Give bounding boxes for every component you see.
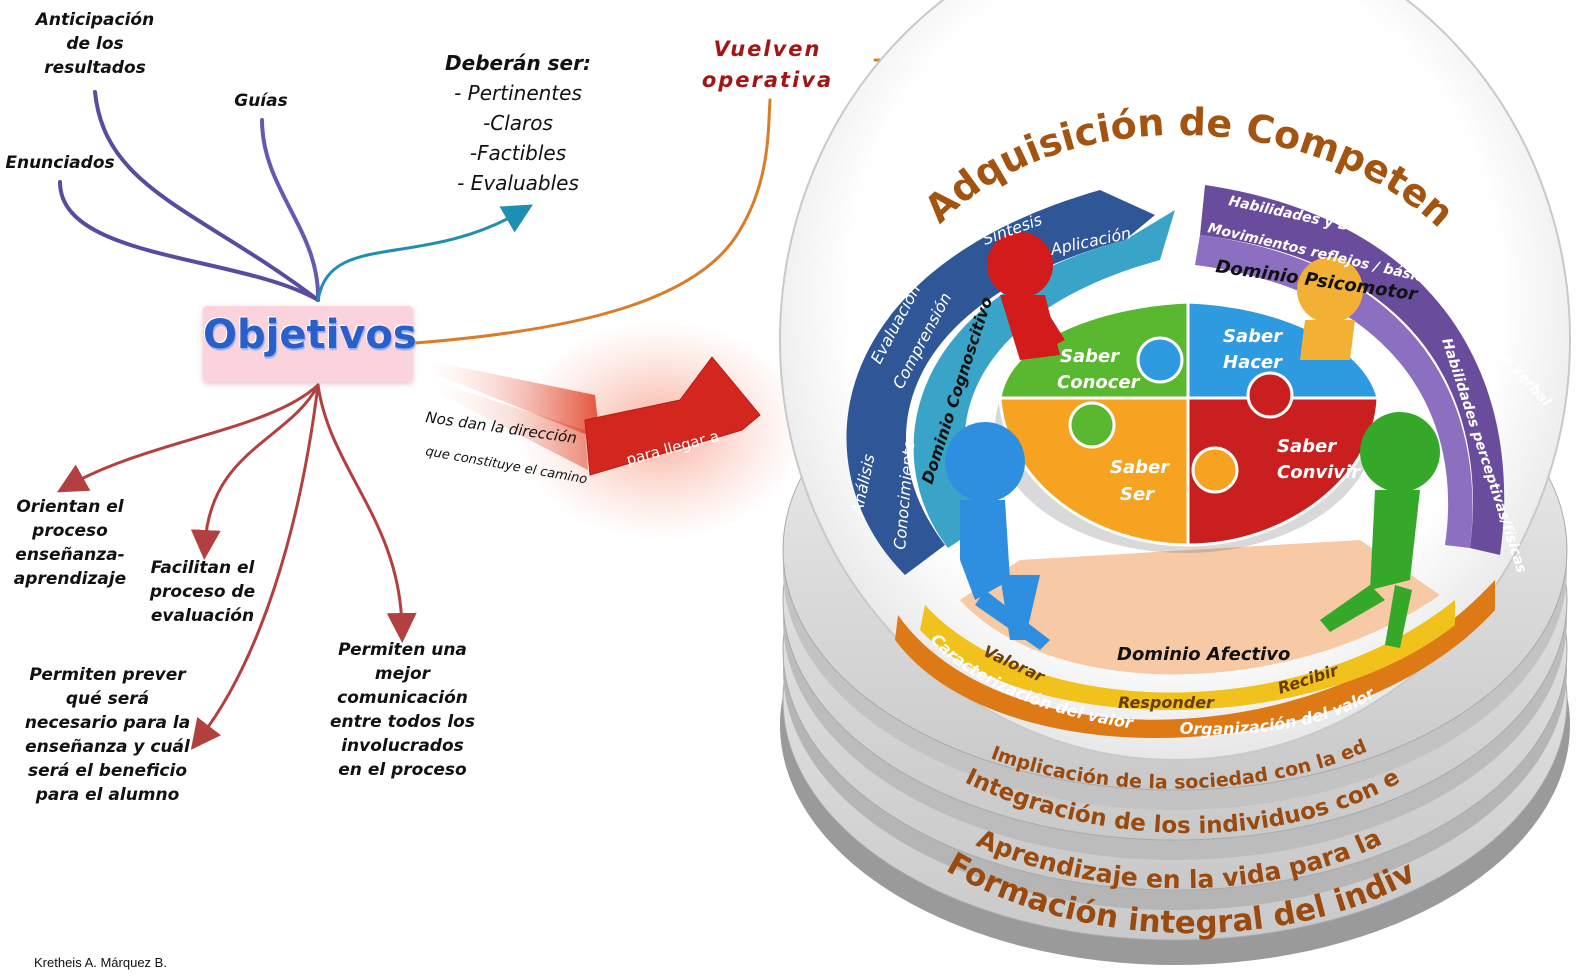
puzzle-label-1b: Conocer [1057,372,1141,393]
arrow-label: para llegar a [624,427,721,469]
arrow-beam [425,360,600,440]
svg-text:Implicación de la sociedad con: Implicación de la sociedad con la educac… [0,0,1370,794]
deberan-ser-block: Deberán ser: - Pertinentes -Claros -Fact… [428,48,608,198]
label-guias: Guías [234,91,288,111]
figure-yellow [1297,257,1363,360]
author-credit: Kretheis A. Márquez B. [34,955,167,970]
puzzle-label-3a: Saber [1110,457,1170,478]
branch-facilitan [190,383,320,560]
puzzle-red [1186,396,1380,547]
label-anticipacion: Anticipación de los resultados [35,10,155,78]
cognitive-band-dark [846,190,1155,575]
label-permiten-comunicacion: Permiten una mejor comunicación entre to… [330,640,475,780]
branch-guias [260,118,321,302]
branch-vuelven [413,98,772,345]
affective-domain-label: Dominio Afectivo [1117,644,1290,665]
branch-enunciados [58,180,320,302]
branch-anticipacion [93,90,320,302]
figure-green [1320,412,1440,648]
label-permiten-prever: Permiten prever qué será necesario para … [24,665,191,805]
affective-inner-1: Responder [1118,693,1215,712]
figure-blue [945,422,1050,650]
branch-orientan [56,383,320,493]
cognitive-level-sintesis: Síntesis [980,210,1045,249]
branch-prever [190,383,320,750]
affective-inner-0: Recibir [1275,660,1341,698]
deberan-ser-heading: Deberán ser: [445,51,591,75]
puzzle-label-2b: Hacer [1223,352,1283,373]
puzzle-label-2a: Saber [1223,326,1283,347]
affective-band-orange [895,580,1495,738]
branch-comunicacion [316,383,417,643]
arrow-caption-2: que constituye el camino [424,444,588,487]
layer-label-1: Implicación de la sociedad con la educac… [0,0,1370,794]
affective-band-yellow [920,600,1455,710]
objetivos-node [203,306,413,382]
puzzle-label-3b: Ser [1120,484,1155,505]
figure-red [987,232,1065,360]
cognitive-level-conocimiento: Conocimiento [890,439,919,551]
puzzle-label-4a: Saber [1277,436,1337,457]
direction-arrow [584,356,761,476]
branch-deberan [316,204,533,302]
psychomotor-band [1200,185,1505,555]
puzzle-label-4b: Convivir [1277,462,1361,483]
objetivos-title: Objetivos [203,312,417,358]
cognitive-level-analisis: Análisis [847,452,878,517]
puzzle-green [998,300,1190,400]
arrow-beam-2 [430,380,588,470]
arrow-caption-1: Nos dan la dirección [424,408,578,447]
label-orientan: Orientan el proceso enseñanza- aprendiza… [13,497,127,589]
vuelven-operativa: Vuelven operativa [701,37,834,92]
label-enunciados: Enunciados [5,153,115,173]
affective-core [960,540,1440,675]
puzzle-label-1a: Saber [1060,346,1120,367]
cognitive-level-aplicacion: Aplicación [1048,223,1133,259]
label-facilitan: Facilitan el proceso de evaluación [149,558,256,626]
